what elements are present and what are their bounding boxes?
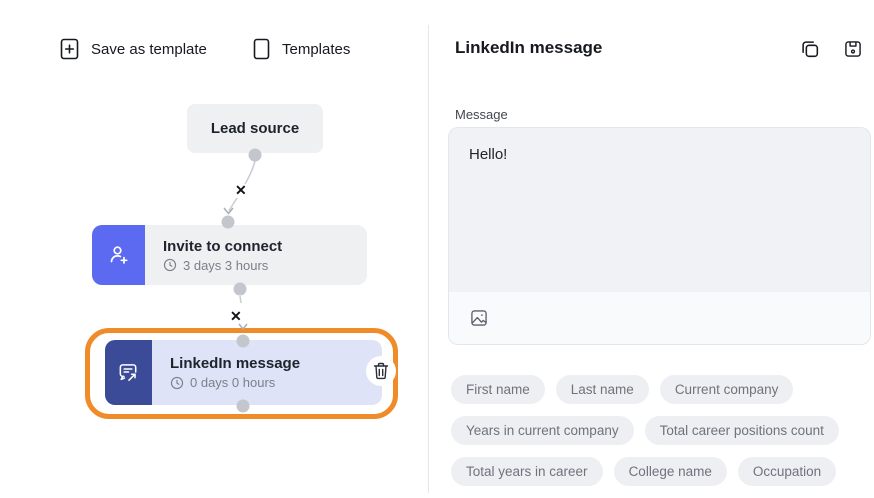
placeholder-chip[interactable]: Current company (659, 375, 794, 404)
save-as-template-label: Save as template (91, 40, 207, 58)
trash-icon (373, 362, 389, 380)
templates-button[interactable]: Templates (253, 38, 350, 60)
placeholder-chip[interactable]: Years in current company (451, 416, 634, 445)
message-editor: Hello! (448, 127, 871, 345)
chip-row: First name Last name Current company (451, 375, 871, 404)
placeholder-chip[interactable]: College name (613, 457, 727, 486)
delete-node-button[interactable] (366, 356, 396, 386)
placeholder-chip[interactable]: Occupation (737, 457, 837, 486)
save-as-template-button[interactable]: Save as template (60, 38, 207, 60)
flow-node-lead-source[interactable]: Lead source (187, 104, 323, 153)
editor-title: LinkedIn message (455, 38, 603, 57)
save-icon (845, 41, 861, 57)
invite-node-delay: 3 days 3 hours (183, 257, 269, 273)
insert-image-icon[interactable] (469, 308, 489, 328)
message-send-icon (119, 364, 137, 381)
linkedin-node-delay: 0 days 0 hours (190, 375, 276, 390)
file-plus-icon (60, 38, 79, 60)
placeholder-chip[interactable]: First name (451, 375, 545, 404)
chip-row: Total years in career College name Occupat… (451, 457, 871, 486)
linkedin-message-icon-square (105, 340, 152, 405)
placeholder-chip[interactable]: Total years in career (451, 457, 603, 486)
flow-node-linkedin-message[interactable]: LinkedIn message 0 days 0 hours (105, 340, 382, 405)
panel-divider (428, 25, 429, 493)
invite-icon-square (92, 225, 145, 285)
message-textarea[interactable]: Hello! (469, 146, 508, 163)
copy-button[interactable] (799, 38, 821, 60)
remove-connection-button[interactable]: ✕ (235, 182, 247, 198)
copy-icon (802, 41, 819, 58)
linkedin-node-title: LinkedIn message (170, 355, 301, 372)
templates-label: Templates (282, 40, 351, 58)
placeholder-chips: First name Last name Current company Years… (451, 375, 871, 498)
user-plus-icon (110, 246, 128, 264)
flow-node-invite-to-connect[interactable]: Invite to connect 3 days 3 hours (92, 225, 367, 285)
message-toolbar (449, 292, 870, 344)
lead-source-title: Lead source (210, 120, 300, 137)
file-icon (253, 38, 270, 60)
chip-row: Years in current company Total career pos… (451, 416, 871, 445)
save-button[interactable] (843, 39, 863, 59)
placeholder-chip[interactable]: Last name (555, 375, 649, 404)
invite-node-title: Invite to connect (163, 237, 283, 255)
clock-icon (170, 376, 184, 389)
message-label: Message (455, 107, 508, 122)
placeholder-chip[interactable]: Total career positions count (644, 416, 839, 445)
clock-icon (163, 258, 177, 272)
remove-connection-button[interactable]: ✕ (230, 308, 242, 324)
